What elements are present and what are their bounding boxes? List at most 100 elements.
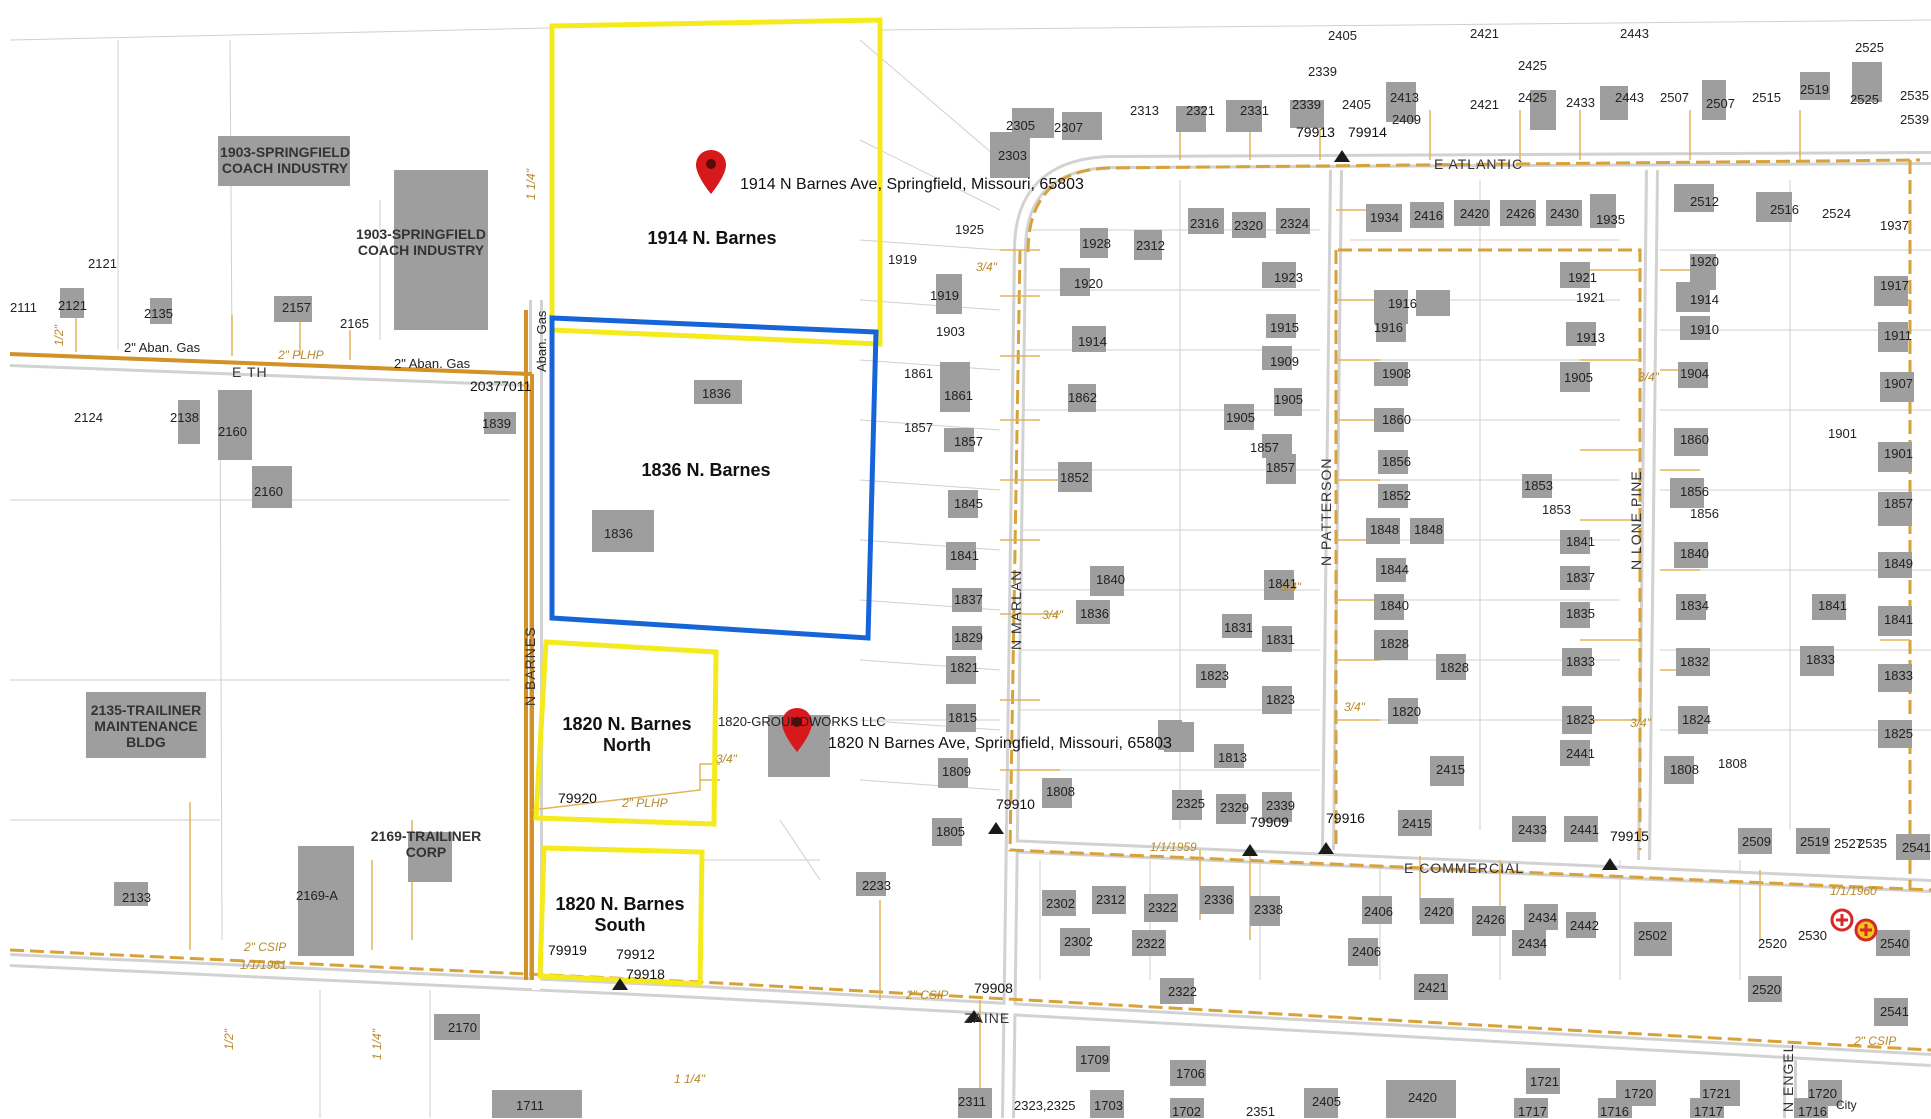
lot-number: 1828 [1380,636,1409,651]
lot-number: 2426 [1476,912,1505,927]
lot-number: 2311 [958,1094,986,1109]
lot-number: 2160 [254,484,283,499]
pin-1820-address: 1820 N Barnes Ave, Springfield, Missouri… [828,735,1172,752]
lot-number: 1717 [1518,1104,1547,1119]
lot-number: 1937 [1880,218,1909,233]
lot-number: 1837 [1566,570,1595,585]
lot-number: 1917 [1880,278,1909,293]
lot-number: 1841 [1268,576,1297,591]
lot-number: 1721 [1530,1074,1559,1089]
lot-number: 2338 [1254,902,1283,917]
lot-number: 2507 [1660,90,1689,105]
building-2169a-label: 2169-A [296,888,338,903]
lot-number: 1825 [1884,726,1913,741]
lot-number: 1910 [1690,322,1719,337]
lot-number: 1831 [1266,632,1295,647]
utility-one-quarter-label-2: 1 1/4" [370,1029,384,1060]
lot-number: 2527 [1834,836,1863,851]
lot-number: 1925 [955,222,984,237]
parcel-1836-outline[interactable] [549,315,879,641]
lot-number: 2539 [1900,112,1929,127]
lot-number: 2426 [1506,206,1535,221]
location-pin-icon[interactable] [696,150,726,194]
lot-number: 2321 [1186,103,1215,118]
lot-number: 2512 [1690,194,1719,209]
location-pin-icon[interactable] [782,708,812,752]
utility-plhp-label-2: 2" PLHP [622,796,668,810]
parcel-1820-north-title: 1820 N. Barnes North [552,714,702,756]
lot-number: 1862 [1068,390,1097,405]
lot-number: 1905 [1564,370,1593,385]
utility-quarter-label-2: 3/4" [1042,608,1063,622]
lot-number: 1809 [942,764,971,779]
lot-number: 2430 [1550,206,1579,221]
lot-number: 2233 [862,878,891,893]
lot-number: 2530 [1798,928,1827,943]
lot-number: 2316 [1190,216,1219,231]
lot-number: 1857 [1884,496,1913,511]
lot-number: 2160 [218,424,247,439]
lot-number: 2405 [1342,97,1371,112]
lot-number: 1840 [1096,572,1125,587]
lot-number: 1841 [1818,598,1847,613]
lot-number: 2420 [1408,1090,1437,1105]
lot-number: 2124 [74,410,103,425]
lot-number: 2516 [1770,202,1799,217]
lot-number: 1920 [1690,254,1719,269]
lot-number: 2519 [1800,834,1829,849]
lot-number: 1833 [1566,654,1595,669]
lot-number: 1833 [1806,652,1835,667]
utility-csip-label-3: 2" CSIP [1854,1034,1897,1048]
hydrant-markers [1830,908,1878,942]
building-springfield-coach-label: 1903-SPRINGFIELD COACH INDUSTRY [220,144,350,176]
lot-number: 1808 [1670,762,1699,777]
lot-number: 1852 [1382,488,1411,503]
parcel-1820-south-outline[interactable] [537,845,705,987]
lot-number: 2339 [1292,97,1321,112]
lot-number: 1852 [1060,470,1089,485]
lot-number: 2329 [1220,800,1249,815]
lot-number: 2434 [1518,936,1547,951]
lot-number: 1833 [1884,668,1913,683]
lot-number: 1849 [1884,556,1913,571]
lot-number: 1928 [1082,236,1111,251]
lot-number: 2165 [340,316,369,331]
utility-csip-label-2: 2" CSIP [906,988,949,1002]
street-n-lone-pine: N LONE PINE [1628,470,1644,570]
lot-number: 1703 [1094,1098,1123,1113]
lot-number: 1805 [936,824,965,839]
lot-number: 1901 [1884,446,1913,461]
lot-number: 2421 [1470,97,1499,112]
valve-label: 20377011 [470,378,532,394]
lot-number: 1853 [1542,502,1571,517]
lot-number: 2303 [998,148,1027,163]
lot-number: 1914 [1690,292,1719,307]
utility-quarter-label-7: 3/4" [1638,370,1659,384]
lot-number: 2322 [1168,984,1197,999]
lot-number: 1808 [1718,756,1747,771]
building-trailiner-corp-label: 2169-TRAILINER CORP [370,828,482,860]
lot-number: 1853 [1524,478,1553,493]
lot-number: 1857 [954,434,983,449]
parcel-1914-outline[interactable] [549,17,883,347]
lot-number: 2416 [1414,208,1443,223]
lot-number: 1856 [1680,484,1709,499]
lot-number: 1841 [1884,612,1913,627]
street-n-patterson: N PATTERSON [1318,457,1334,567]
utility-aban-gas-vertical: Aban. Gas [534,310,549,372]
lot-number: 1821 [950,660,979,675]
parcel-1914-title: 1914 N. Barnes [647,228,777,248]
lot-number: 2507 [1706,96,1735,111]
lot-number: 1832 [1680,654,1709,669]
utility-one-quarter-label-3: 1 1/4" [674,1072,705,1086]
lot-number: 2519 [1800,82,1829,97]
lot-number: 2405 [1328,28,1357,43]
lot-number: 2540 [1880,936,1909,951]
parcel-1820-north-outline[interactable] [533,639,719,827]
lot-number: 1861 [904,366,933,381]
lot-number: 1860 [1382,412,1411,427]
utility-quarter-label-3: 3/4" [1280,580,1301,594]
parcel-lines [9,19,1931,1118]
lot-number: 2413 [1390,90,1419,105]
